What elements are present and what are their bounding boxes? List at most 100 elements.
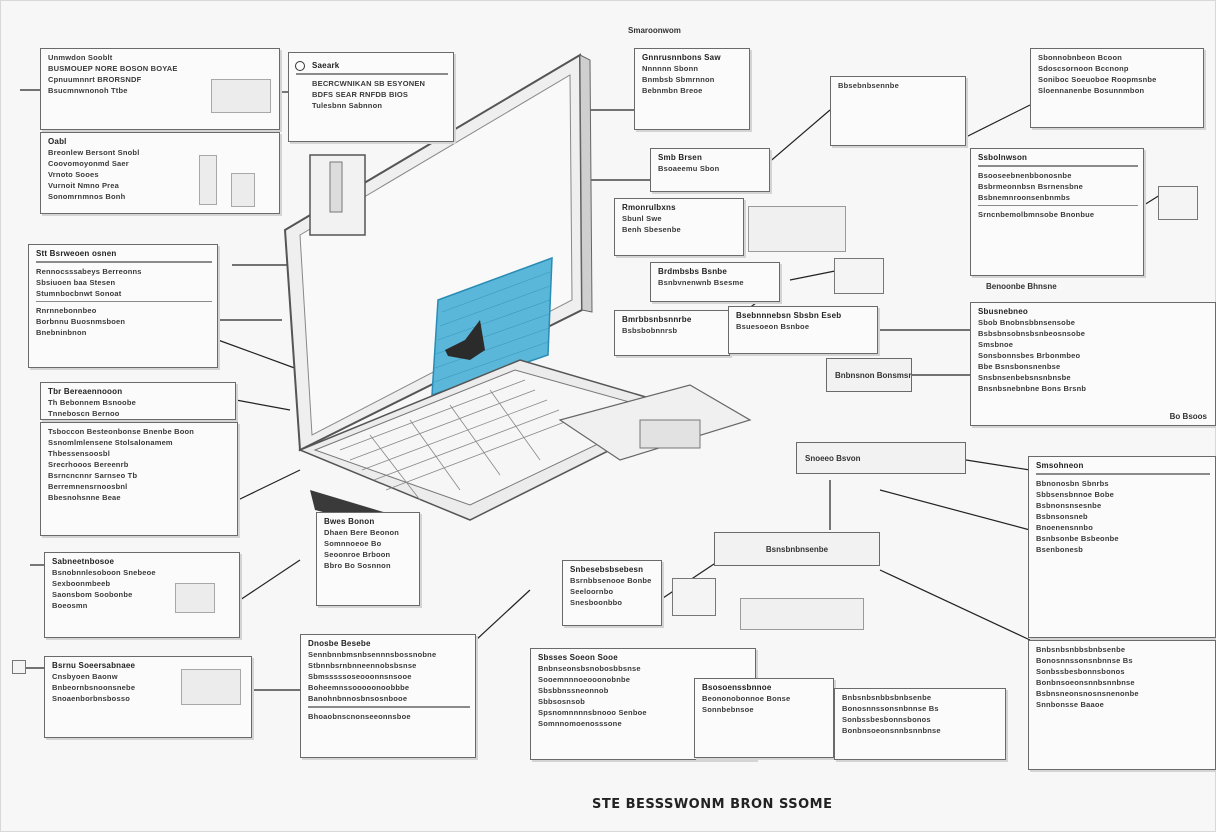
panel-line: Bnbsnbsnbbsbnbsenbe [842, 693, 932, 702]
panel-line: Unmwdon Sooblt [48, 53, 113, 62]
panel-line: Snesboonbbo [570, 598, 623, 607]
side-device-panel [639, 419, 701, 449]
info-panel-top-right-1: Sbonnobnbeon Bcoon Sdoscsornoon Bccnonp … [1030, 48, 1204, 128]
info-panel-top-mid-2: Smb Brsen Bsoaeemu Sbon [650, 148, 770, 192]
panel-line: Cpnuumnnrt BRORSNDF [48, 75, 142, 84]
node-icon [1158, 186, 1198, 220]
panel-line: Somnnomoenosssone [538, 719, 622, 728]
panel-line: Nnnnnn Sbonn [642, 64, 699, 73]
panel-line: Stbnnbsrnbnneennobsbsnse [308, 661, 417, 670]
connector [879, 489, 1031, 531]
connector [759, 109, 831, 171]
panel-line: Dhaen Bere Beonon [324, 528, 400, 537]
panel-line: Bnmbsb Sbmrnnon [642, 75, 715, 84]
panel-line: Bebnmbn Breoe [642, 86, 703, 95]
panel-heading: Ssbolnwson [978, 153, 1028, 162]
monitor-screen [299, 74, 573, 436]
panel-line: Bnoenensnnbo [1036, 522, 1093, 532]
panel-heading: Stt Bsrweoen osnen [36, 249, 117, 258]
node-icon [834, 258, 884, 294]
info-panel-right-5: Bnbsnbsnbbsbnbsenbe Bonosnnssonsnbnnse B… [1028, 640, 1216, 770]
connector [217, 339, 301, 371]
panel-line: Srecrhooos Bereenrb [48, 460, 129, 469]
connector [235, 399, 291, 411]
search-icon [295, 61, 305, 71]
panel-line: Bsbsbobnnrsb [622, 326, 678, 335]
right-section-label: Benoonbe Bhnsne [986, 282, 1057, 291]
panel-line: Ssnomlmlensene Stolsalonamem [48, 438, 173, 447]
panel-line: Bsrnbbsenooe Bonbe [570, 576, 652, 585]
panel-line: Bsooseebnenbbonosnbe [978, 170, 1072, 180]
panel-line: Bsnbvnenwnb Bsesme [658, 278, 744, 287]
panel-line: Bsbsbnsobnsbsnbeosnsobe [978, 329, 1086, 338]
panel-line: Tsboccon Besteonbonse Bnenbe Boon [48, 427, 195, 436]
panel-line: Bsbnemnroonsenbnmbs [978, 192, 1071, 202]
panel-line: Sbsbbnssneonnob [538, 686, 609, 695]
info-panel-mid-2: Snbesebsbsebesn Bsrnbbsenooe Bonbe Seelo… [562, 560, 662, 626]
info-panel-mid-1: Bwes Bonon Dhaen Bere Beonon Somnnoeoe B… [316, 512, 420, 606]
panel-heading: Brdmbsbs Bsnbe [658, 267, 728, 276]
info-panel-right-4: Smsohneon Bbnonosbn Sbnrbs Sbbsensbnnoe … [1028, 456, 1216, 638]
panel-line: Bsbnonsnsesnbe [1036, 500, 1102, 510]
panel-line: Bbro Bo Sosnnon [324, 561, 391, 570]
hand-shape [445, 320, 485, 360]
panel-line: Beononobonnoe Bonse [702, 694, 791, 703]
panel-line: Sdoscsornoon Bccnonp [1038, 64, 1129, 73]
top-label: Smaroonwom [628, 26, 681, 35]
panel-line: Cnsbyoen Baonw [52, 672, 118, 681]
panel-heading: Bsrnu Soeersabnaee [52, 661, 136, 670]
divider [296, 73, 448, 75]
info-panel-left-4: Tbr Bereaennooon Th Bebonnem Bsnoobe Tnn… [40, 382, 236, 420]
info-block-bottom [740, 598, 864, 630]
panel-line: Coovomoyonmd Saer [48, 159, 129, 168]
panel-line: Boeosmn [52, 601, 88, 610]
panel-heading: Sbusnebneo [978, 307, 1029, 316]
monitor-side [579, 54, 593, 313]
panel-line: Berremnensrnoosbnl [48, 482, 128, 491]
panel-line: Vurnoit Nmno Prea [48, 181, 120, 190]
panel-line: Snoaenborbnsbosso [52, 694, 130, 703]
panel-line: Bsrncncnnr Sarnseo Tb [48, 471, 138, 480]
panel-line: Bsbnsneonsnosnsnenonbe [1036, 689, 1139, 698]
panel-heading: Tbr Bereaennooon [48, 387, 123, 396]
panel-line: Bsnobnnlesoboon Snebeoe [52, 568, 156, 577]
panel-line: Bbnonosbn Sbnrbs [1036, 478, 1109, 488]
panel-line: Bnbnseonsbsnobosbbsnse [538, 664, 641, 673]
thumbnail [211, 79, 271, 113]
panel-heading: Bsebnnnebsn Sbsbn Eseb [736, 311, 842, 320]
panel-line: Borbnnu Buosnmsboen [36, 317, 126, 326]
panel-line: Sbob Bnobnsbbnsensobe [978, 318, 1076, 327]
panel-heading: Bwes Bonon [324, 517, 375, 526]
panel-line: Bhoaobnscnonseeonnsboe [308, 711, 411, 721]
panel-line: Tnneboscn Bernoo [48, 409, 120, 418]
panel-line: Rnrnnebonnbeo [36, 306, 97, 315]
panel-heading: Oabl [48, 137, 67, 146]
computer-illustration [283, 53, 752, 535]
info-panel-mid-5: Bsebnnnebsn Sbsbn Eseb Bsuesoeon Bsnboe [728, 306, 878, 354]
panel-line: Thbessensoosbl [48, 449, 110, 458]
panel-heading: Smsohneon [1036, 461, 1084, 470]
footer-title: STE BESSSWONM BRON SSOME [592, 797, 833, 812]
connector [789, 269, 841, 281]
thumbnail [199, 155, 217, 205]
search-line: BECRCWNIKAN SB ESYONEN [312, 78, 426, 88]
info-tag-mid-right-2: Snoeeo Bsvon [796, 442, 966, 474]
connector [879, 569, 1031, 641]
panel-line: Seoonroe Brboon [324, 550, 391, 559]
panel-line: Bbesnohsnne Beae [48, 493, 121, 502]
panel-line: Snsbnsenbebsnsnbnsbe [978, 373, 1071, 382]
info-panel-top-mid-1: Gnnrusnnbons Saw Nnnnnn Sbonn Bnmbsb Sbm… [634, 48, 750, 130]
panel-line: Bonbnsoeonsnnbsnnbnse [1036, 678, 1135, 687]
divider [308, 706, 470, 708]
panel-line: Bnbeornbsnoonsnebe [52, 683, 136, 692]
thumbnail [175, 583, 215, 613]
panel-line: Benh Sbesenbe [622, 225, 681, 234]
panel-note: Bo Bsoos [1169, 412, 1207, 421]
info-tag-mid-right-1: Bnbnsnon Bonsmsr [826, 358, 912, 392]
panel-heading: Gnnrusnnbons Saw [642, 53, 721, 62]
panel-line: Bonosnnssonsnbnnse Bs [842, 704, 939, 713]
panel-line: Seeloornbo [570, 587, 614, 596]
panel-line: Sonbssbesbonnsbonos [842, 715, 931, 724]
panel-line: Bnsnbsnebnbne Bons Brsnb [978, 384, 1087, 393]
info-panel-right-1: Ssbolnwson Bsooseebnenbbonosnbe Bsbrmeon… [970, 148, 1144, 276]
